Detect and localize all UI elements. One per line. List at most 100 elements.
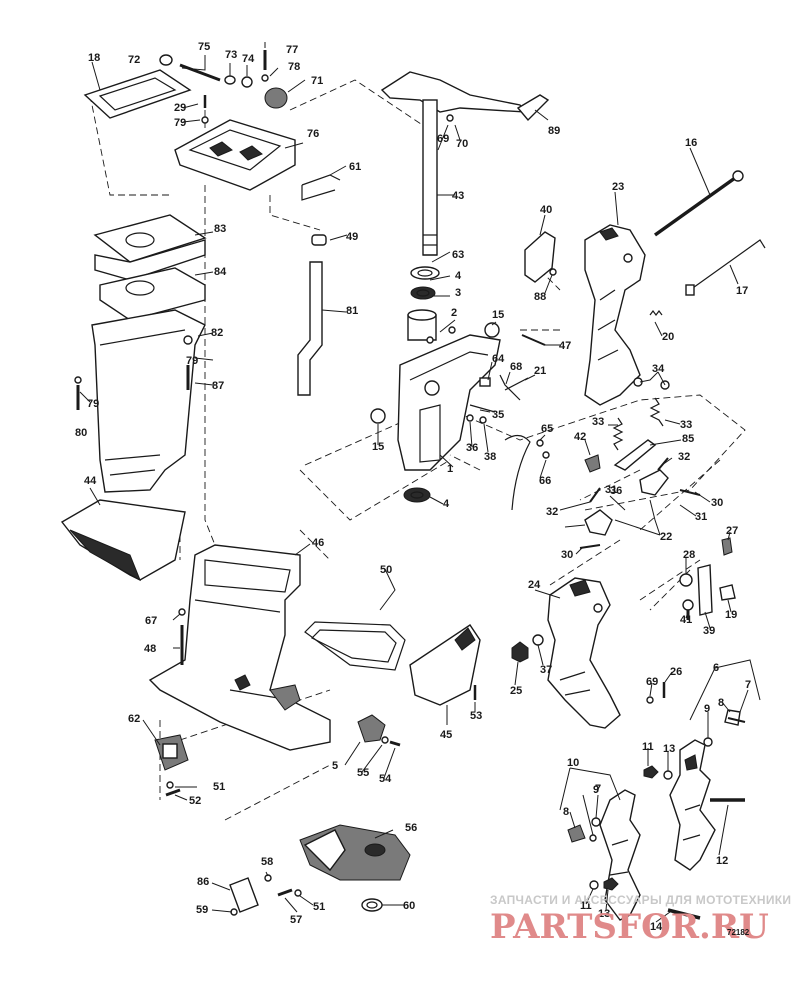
- watermark-line1: ЗАПЧАСТИ И АКСЕССУАРЫ ДЛЯ МОТОТЕХНИКИ: [490, 893, 791, 907]
- callout-79: 79: [87, 398, 99, 410]
- callout-44: 44: [84, 475, 97, 487]
- callout-33: 33: [592, 416, 604, 428]
- callout-52: 52: [189, 795, 201, 807]
- callout-56: 56: [405, 822, 417, 834]
- callout-51: 51: [213, 781, 225, 793]
- swivel-bracket-1: [397, 334, 501, 471]
- callout-84: 84: [214, 266, 227, 278]
- leader-lines: [79, 42, 761, 923]
- watermark-logo: PARTSFOR.RU: [490, 907, 769, 947]
- callout-62: 62: [128, 713, 140, 725]
- parts-artwork: [60, 50, 766, 921]
- callout-40: 40: [540, 204, 552, 216]
- callout-37: 37: [540, 664, 552, 676]
- exhaust-housing-82: [91, 309, 206, 493]
- callout-80: 80: [75, 427, 87, 439]
- callout-81: 81: [346, 305, 358, 317]
- callout-74: 74: [242, 53, 255, 65]
- bracket-6: [669, 739, 716, 871]
- callout-88: 88: [534, 291, 546, 303]
- callout-13: 13: [663, 743, 675, 755]
- callout-30: 30: [561, 549, 573, 561]
- callout-42: 42: [574, 431, 586, 443]
- callout-29: 29: [174, 102, 186, 114]
- callout-36: 36: [466, 442, 478, 454]
- callout-45: 45: [440, 729, 452, 741]
- plate-83: [93, 214, 207, 263]
- callout-68: 68: [510, 361, 522, 373]
- callout-63: 63: [452, 249, 464, 261]
- drawing-number: 72182: [727, 928, 750, 937]
- callout-33: 33: [680, 419, 692, 431]
- callout-77: 77: [286, 44, 298, 56]
- callout-82: 82: [211, 327, 223, 339]
- callout-64: 64: [492, 353, 505, 365]
- callout-9: 9: [593, 784, 599, 796]
- callout-9: 9: [704, 703, 710, 715]
- callout-48: 48: [144, 643, 156, 655]
- callout-31: 31: [605, 484, 617, 496]
- callout-73: 73: [225, 49, 237, 61]
- callout-78: 78: [288, 61, 300, 73]
- callout-50: 50: [380, 564, 392, 576]
- callout-4: 4: [455, 270, 462, 282]
- callout-1: 1: [447, 463, 453, 475]
- callout-61: 61: [349, 161, 361, 173]
- callout-27: 27: [726, 525, 738, 537]
- callout-2: 2: [451, 307, 457, 319]
- callout-32: 32: [678, 451, 690, 463]
- callout-34: 34: [652, 363, 665, 375]
- callout-85: 85: [682, 433, 694, 445]
- callout-38: 38: [484, 451, 496, 463]
- callout-30: 30: [711, 497, 723, 509]
- callout-58: 58: [261, 856, 273, 868]
- plate-84: [94, 239, 206, 281]
- callout-15: 15: [492, 309, 504, 321]
- callout-65: 65: [541, 423, 553, 435]
- mount-71: [264, 87, 288, 109]
- callout-66: 66: [539, 475, 551, 487]
- callout-59: 59: [196, 904, 208, 916]
- callout-32: 32: [546, 506, 558, 518]
- callout-87: 87: [212, 380, 224, 392]
- callout-53: 53: [470, 710, 482, 722]
- callout-54: 54: [379, 773, 392, 785]
- stern-bracket-23: [584, 224, 646, 406]
- callout-76: 76: [307, 128, 319, 140]
- callout-75: 75: [198, 41, 210, 53]
- callout-57: 57: [290, 914, 302, 926]
- callout-60: 60: [403, 900, 415, 912]
- callout-13: 13: [598, 908, 610, 920]
- callout-12: 12: [716, 855, 728, 867]
- callout-49: 49: [346, 231, 358, 243]
- callout-7: 7: [595, 783, 601, 795]
- callout-39: 39: [703, 625, 715, 637]
- bracket-76: [174, 119, 296, 191]
- callout-21: 21: [534, 365, 546, 377]
- callout-26: 26: [670, 666, 682, 678]
- callout-28: 28: [683, 549, 695, 561]
- callout-19: 19: [725, 609, 737, 621]
- steering-arm-43: [380, 71, 527, 113]
- callout-23: 23: [612, 181, 624, 193]
- callout-8: 8: [563, 806, 569, 818]
- callout-31: 31: [695, 511, 707, 523]
- callout-69: 69: [437, 133, 449, 145]
- callout-55: 55: [357, 767, 369, 779]
- callout-labels: 1234456778899101111121313141515161718192…: [75, 41, 751, 933]
- callout-69: 69: [646, 676, 658, 688]
- callout-72: 72: [128, 54, 140, 66]
- callout-83: 83: [214, 223, 226, 235]
- callout-11: 11: [642, 741, 654, 753]
- callout-8: 8: [718, 697, 724, 709]
- callout-10: 10: [567, 757, 579, 769]
- callout-3: 3: [455, 287, 461, 299]
- callout-79: 79: [186, 355, 198, 367]
- callout-46: 46: [312, 537, 324, 549]
- callout-71: 71: [311, 75, 323, 87]
- callout-11: 11: [580, 900, 592, 912]
- callout-22: 22: [660, 531, 672, 543]
- callout-36: 36: [610, 485, 622, 497]
